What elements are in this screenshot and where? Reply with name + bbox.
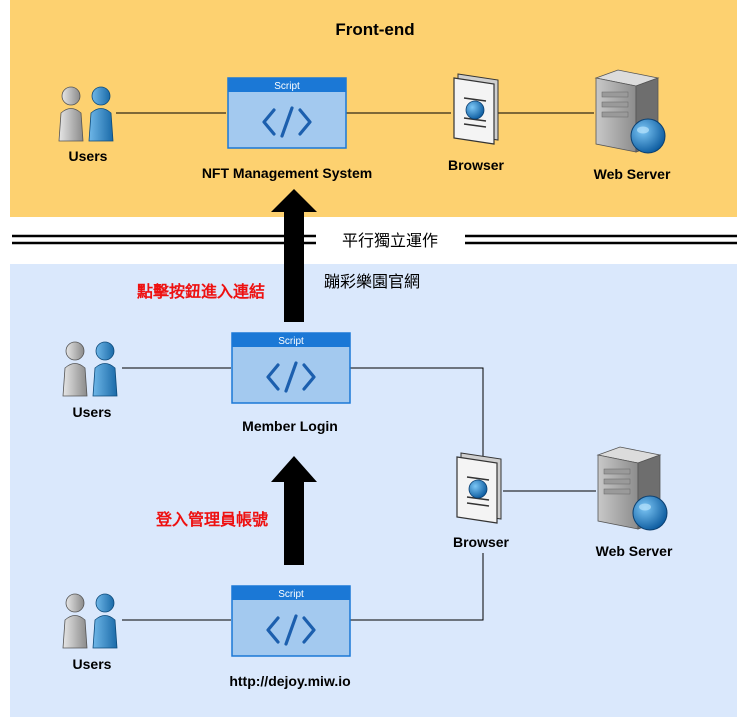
browser-icon xyxy=(456,452,502,524)
browser-icon xyxy=(453,73,499,145)
users-label-bottom: Users xyxy=(73,656,112,672)
web-server-icon xyxy=(597,446,668,531)
divider-label: 平行獨立運作 xyxy=(342,231,438,250)
member-login-label: Member Login xyxy=(242,418,338,434)
frontend-title: Front-end xyxy=(335,20,414,39)
click-note: 點擊按鈕進入連結 xyxy=(137,282,265,301)
users-label-top: Users xyxy=(73,404,112,420)
script-icon xyxy=(226,76,348,150)
web-server-label: Web Server xyxy=(594,166,671,182)
up-arrow xyxy=(271,189,317,322)
script-icon xyxy=(230,584,352,658)
web-server-label-backend: Web Server xyxy=(596,543,673,559)
connector xyxy=(350,553,484,621)
web-server-icon xyxy=(595,69,666,154)
site-url-label: http://dejoy.miw.io xyxy=(229,673,350,689)
nft-system-label: NFT Management System xyxy=(202,165,372,181)
script-icon xyxy=(230,331,352,405)
login-note: 登入管理員帳號 xyxy=(155,510,268,529)
site-name: 蹦彩樂園官網 xyxy=(324,272,420,291)
connector xyxy=(350,367,484,456)
up-arrow xyxy=(271,456,317,565)
browser-label: Browser xyxy=(448,157,505,173)
browser-label-backend: Browser xyxy=(453,534,510,550)
users-label: Users xyxy=(69,148,108,164)
